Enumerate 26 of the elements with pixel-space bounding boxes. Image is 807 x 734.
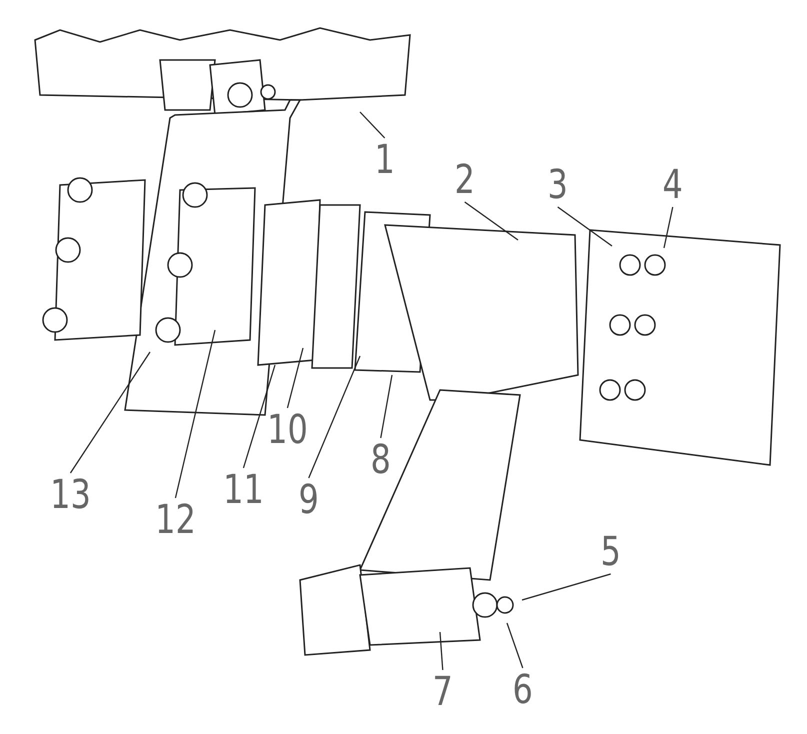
leader-line	[308, 356, 361, 478]
callout-number: 6	[512, 670, 533, 710]
leader-line	[242, 364, 276, 468]
callout-number: 1	[374, 140, 395, 180]
leader-line	[557, 206, 612, 246]
callout-number: 13	[50, 475, 91, 515]
leader-line	[70, 352, 150, 474]
callout-number: 7	[432, 672, 453, 712]
callout-number: 5	[600, 532, 621, 572]
callout-number: 10	[267, 410, 308, 450]
leader-line	[439, 632, 444, 670]
callout-number: 2	[454, 160, 475, 200]
leader-line	[360, 112, 386, 138]
leader-line	[663, 206, 674, 248]
leader-line	[286, 348, 304, 408]
callout-number: 11	[223, 470, 264, 510]
leader-line	[506, 622, 524, 668]
leader-line	[174, 330, 216, 498]
callout-number: 3	[548, 165, 568, 205]
leader-line	[464, 202, 518, 240]
callout-number: 9	[298, 480, 319, 520]
leader-line	[522, 573, 611, 601]
leader-line	[380, 374, 393, 438]
callout-number: 4	[662, 165, 683, 205]
callout-number: 8	[370, 440, 391, 480]
callout-number: 12	[155, 500, 196, 540]
